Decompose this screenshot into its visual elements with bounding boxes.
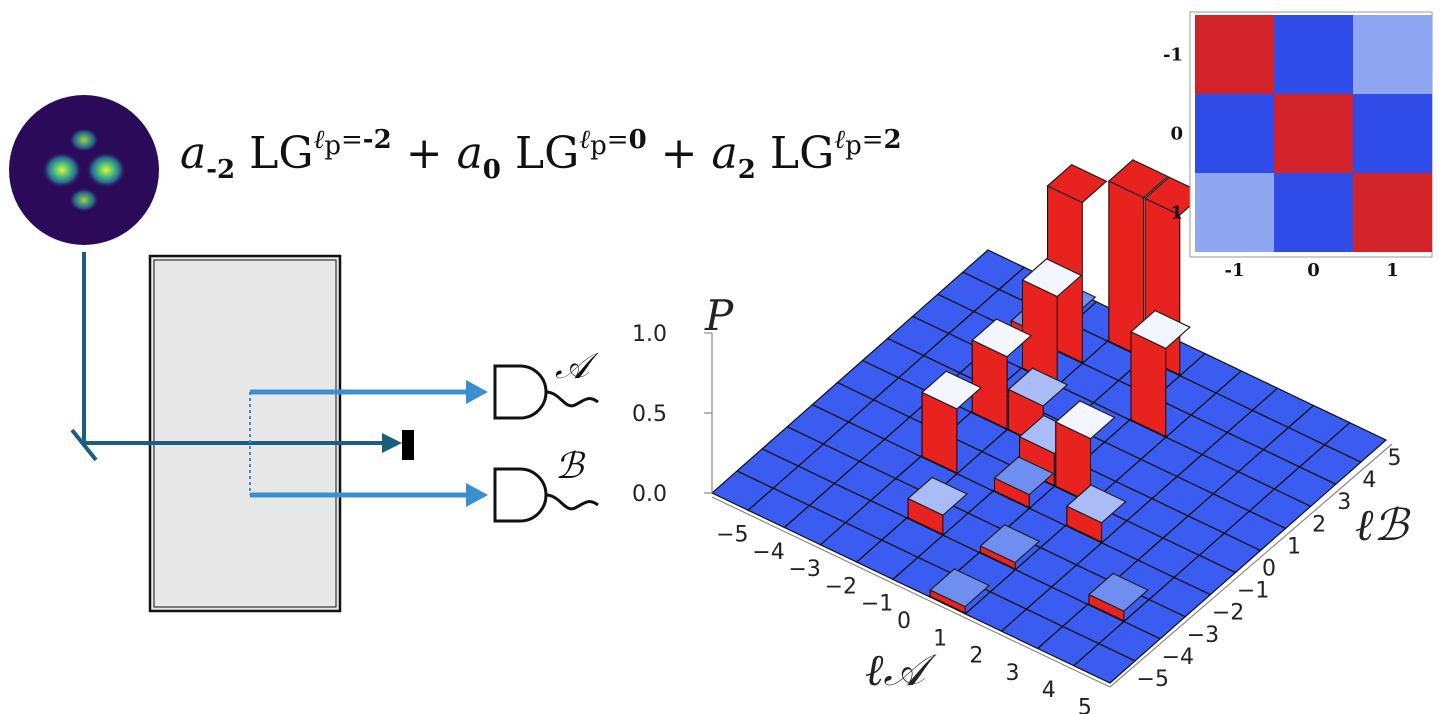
y-tick-label: −4 [1162,645,1194,670]
x-axis-line [711,496,1111,688]
heatmap-cell [1353,173,1432,252]
formula-term-3: a2 LGℓp=2 [711,125,902,185]
detector-b [493,467,599,523]
y-tick-label: 5 [1387,446,1401,471]
x-tick-label: 5 [1078,695,1092,714]
z-tick-label: 1.0 [632,322,667,347]
y-tick-label: 2 [1312,512,1326,537]
heatmap-cell [1274,173,1353,252]
y-axis-line [1109,443,1393,688]
bar--2-3 [1021,257,1083,386]
x-tick-label: −5 [716,523,748,548]
bar-1--5 [929,567,991,614]
heatmap-col-label: -1 [1225,260,1245,281]
y-tick-label: 0 [1262,557,1276,582]
y-tick-label: 1 [1287,534,1301,559]
bar-2--1 [1065,483,1127,543]
heatmap-row-label: -1 [1163,45,1183,66]
detector-b-label: ℬ [555,446,586,487]
y-tick-label: −1 [1237,579,1269,604]
heatmap-row-label: 0 [1170,124,1183,145]
bar--2--1 [921,370,983,474]
bar-4--3 [1087,572,1149,622]
x-tick-label: −1 [861,592,893,617]
heatmap-cell [1274,15,1353,94]
z-tick-label: 0.5 [632,402,667,427]
bar-1-0 [1054,399,1116,504]
heatmap-cell [1195,94,1274,173]
heatmap-cell [1353,15,1432,94]
x-tick-label: 0 [897,609,911,634]
x-tick-label: 1 [933,626,947,651]
bar--1-5 [1107,158,1169,359]
x-tick-label: 4 [1042,678,1056,703]
z-tick-label: 0.0 [632,482,667,507]
heatmap-col-label: 1 [1386,260,1399,281]
bar--1--3 [907,476,969,536]
x-tick-label: 2 [969,644,983,669]
heatmap-cell [1274,94,1353,173]
heatmap-cell [1195,15,1274,94]
heatmap-cell [1353,94,1432,173]
x-tick-label: −4 [752,540,784,565]
heatmap-col-label: 0 [1307,260,1320,281]
x-tick-label: 3 [1006,661,1020,686]
floor-tile [1323,421,1388,463]
beam-profile-image [9,95,159,245]
heatmap-cell [1195,173,1274,252]
z-axis-label: P [704,291,734,340]
pump-mode-formula: a-2 LGℓp=-2 + a0 LGℓp=0 + a2 LGℓp=2 [180,125,902,185]
x-tick-label: −2 [825,574,857,599]
y-tick-label: 3 [1337,490,1351,515]
x-tick-label: −3 [788,557,820,582]
nonlinear-crystal [148,254,342,613]
bar-1--3 [979,523,1041,570]
formula-term-2: a0 LGℓp=0 [456,125,647,185]
y-tick-label: 4 [1362,468,1376,493]
bar-0--1 [993,455,1055,509]
heatmap-row-label: 1 [1170,203,1183,224]
y-tick-label: −5 [1137,667,1169,692]
beam-dump [402,430,414,460]
bar-1-3 [1129,309,1191,438]
detector-a [493,364,599,420]
formula-term-1: a-2 LGℓp=-2 [180,125,392,185]
y-tick-label: −3 [1187,623,1219,648]
y-tick-label: −2 [1212,601,1244,626]
y-axis-label: ℓℬ [1355,500,1411,551]
